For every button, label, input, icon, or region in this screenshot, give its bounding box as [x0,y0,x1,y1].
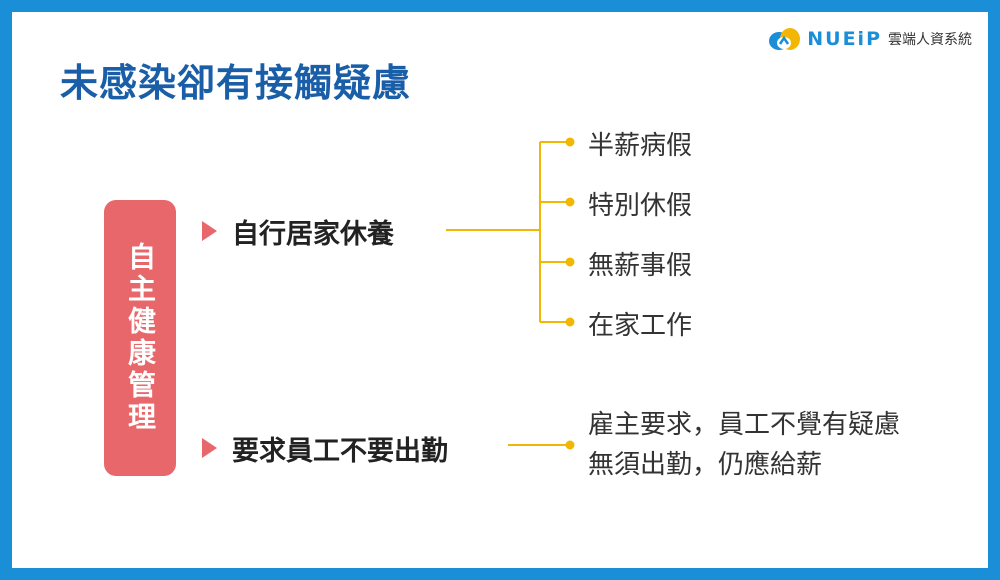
branch-label-1: 自行居家休養 [232,219,394,250]
cloud-logo-icon [769,28,801,50]
note-line: 雇主要求，員工不覺有疑慮 [588,410,901,440]
leaf-dot [565,440,575,450]
leaf-label: 在家工作 [588,311,693,341]
root-label: 自主健康管理 [124,242,157,434]
arrow-right-icon [202,438,217,458]
logo-subtitle: 雲端人資系統 [888,32,972,48]
logo: NUEiP 雲端人資系統 [767,24,972,54]
logo-brand: NUEiP [807,28,882,50]
leaf-dot [565,137,575,147]
slide-canvas: 未感染卻有接觸疑慮 NUEiP 雲端人資系統 自主健康管理 [12,12,988,568]
leaf-dot [565,317,575,327]
branch-label-2: 要求員工不要出勤 [232,436,448,467]
connector-lines [446,137,575,450]
slide-title: 未感染卻有接觸疑慮 [60,61,412,105]
arrow-right-icon [202,221,217,241]
root-node: 自主健康管理 [104,200,176,476]
note-line: 無須出勤，仍應給薪 [588,450,823,480]
leaf-dot [565,257,575,267]
leaf-dot [565,197,575,207]
branch-note: 雇主要求，員工不覺有疑慮 無須出勤，仍應給薪 [588,405,900,485]
leaf-label: 特別休假 [588,191,693,221]
leaf-label: 無薪事假 [588,251,693,281]
leaf-label: 半薪病假 [588,131,693,161]
